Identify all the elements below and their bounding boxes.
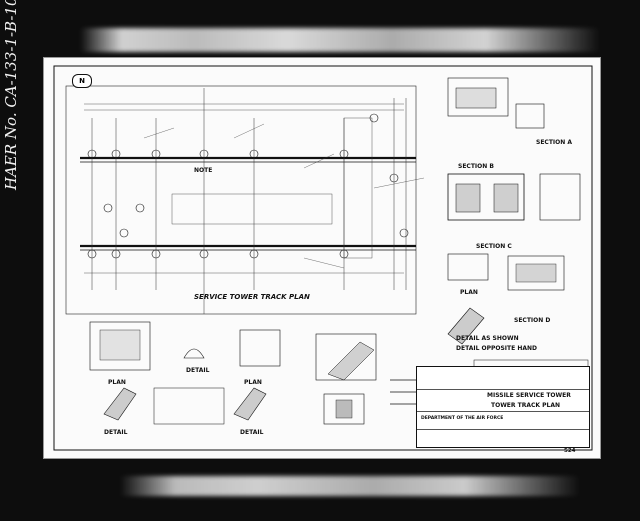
film-scratch-top [80,28,600,52]
title-block-project-line1: MISSILE SERVICE TOWER [487,392,571,399]
main-plan-title: SERVICE TOWER TRACK PLAN [194,293,310,301]
section-c-title: SECTION C [476,243,512,250]
detail-opposite-hand-label: DETAIL OPPOSITE HAND [456,345,537,352]
detail-3-title: DETAIL [240,429,264,436]
engineering-drawing-sheet: N SERVICE TOWER TRACK PLAN NOTE SECTION … [44,58,600,458]
title-block-project-line2: TOWER TRACK PLAN [491,402,561,409]
detail-as-shown-label: DETAIL AS SHOWN [456,335,519,342]
title-block-agency: DEPARTMENT OF THE AIR FORCE [421,416,504,421]
detail-1-title: DETAIL [186,367,210,374]
film-scratch-bottom [120,476,580,496]
sheet-number: 524 [564,448,576,454]
detail-2-title: DETAIL [104,429,128,436]
section-d-title: SECTION D [514,317,551,324]
title-block: DEPARTMENT OF THE AIR FORCE MISSILE SERV… [416,366,590,448]
section-b-title: SECTION B [458,163,494,170]
note-heading: NOTE [194,167,213,174]
section-a-title: SECTION A [536,139,573,146]
plan-1-title: PLAN [108,379,126,386]
plan-3-title: PLAN [460,289,478,296]
drawing-linework [53,65,593,451]
north-arrow: N [72,74,92,88]
plan-2-title: PLAN [244,379,262,386]
haer-photo-label: HAER No. CA-133-1-B-107 [2,0,20,190]
